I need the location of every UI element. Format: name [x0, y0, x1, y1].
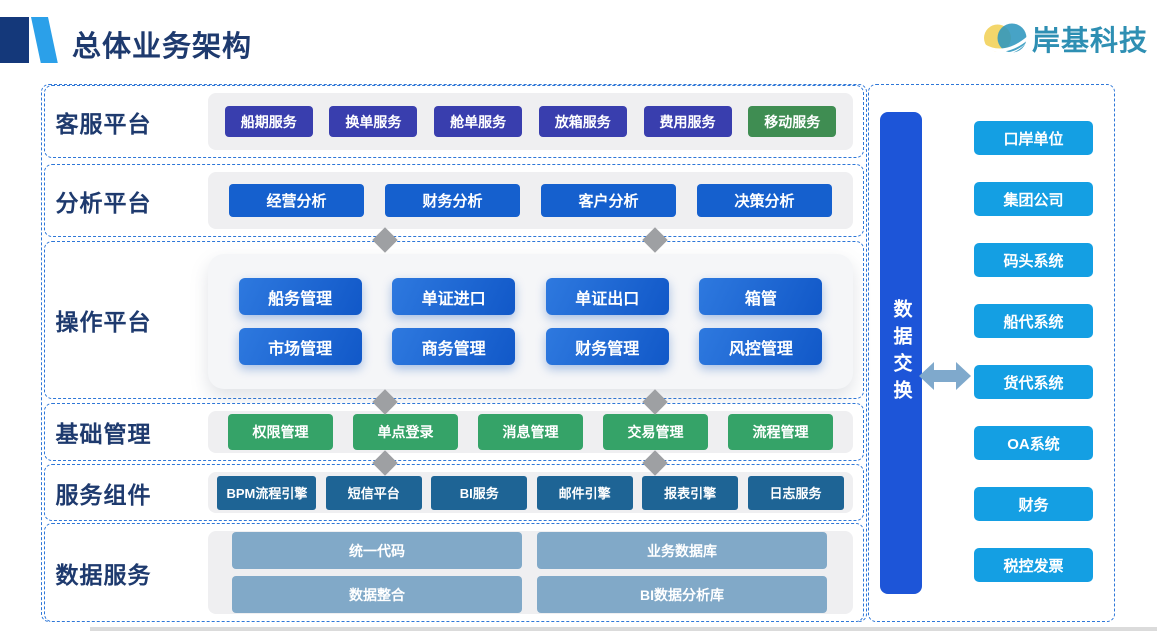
external-system-chip: 财务 — [974, 487, 1093, 521]
chip-tray: 船务管理 单证进口 单证出口 箱管 市场管理 商务管理 财务管理 风控管理 — [208, 254, 853, 389]
service-chip: 舱单服务 — [434, 106, 523, 137]
service-chip: 权限管理 — [228, 414, 333, 450]
brand-logo: 岸基科技 — [982, 18, 1148, 60]
service-chip: 船期服务 — [224, 106, 313, 137]
service-chip: 放箱服务 — [538, 106, 627, 137]
chip-tray: 经营分析 财务分析 客户分析 决策分析 — [208, 172, 853, 229]
chip-tray: 权限管理 单点登录 消息管理 交易管理 流程管理 — [208, 411, 853, 453]
row-label: 客服平台 — [55, 110, 152, 137]
brand-logo-icon — [982, 18, 1031, 60]
service-chip: 换单服务 — [329, 106, 418, 137]
service-chip: 数据整合 — [232, 576, 522, 613]
brand-name: 岸基科技 — [1031, 25, 1148, 56]
service-chip: BI服务 — [431, 475, 528, 510]
service-chip: 单证出口 — [545, 278, 669, 315]
row-service-components: 服务组件 BPM流程引擎 短信平台 BI服务 邮件引擎 报表引擎 日志服务 — [44, 464, 864, 521]
service-chip: 单证进口 — [392, 278, 516, 315]
service-chip: 箱管 — [699, 278, 823, 315]
service-chip: 邮件引擎 — [536, 475, 633, 510]
row-operations-platform: 操作平台 船务管理 单证进口 单证出口 箱管 市场管理 商务管理 财务管理 风控… — [44, 241, 864, 399]
service-chip: 商务管理 — [392, 328, 516, 365]
row-analysis-platform: 分析平台 经营分析 财务分析 客户分析 决策分析 — [44, 164, 864, 237]
data-exchange-bar: 数据交换 — [880, 112, 922, 594]
service-chip: 经营分析 — [229, 184, 364, 217]
row-customer-platform: 客服平台 船期服务 换单服务 舱单服务 放箱服务 费用服务 移动服务 — [44, 85, 864, 158]
service-chip: 费用服务 — [643, 106, 732, 137]
double-arrow-icon — [918, 358, 972, 399]
row-label: 数据服务 — [55, 561, 152, 588]
external-system-chip: 税控发票 — [974, 548, 1093, 582]
chip-tray: 船期服务 换单服务 舱单服务 放箱服务 费用服务 移动服务 — [208, 93, 853, 150]
service-chip: 统一代码 — [232, 532, 522, 569]
service-chip: 移动服务 — [748, 106, 837, 137]
service-chip: 报表引擎 — [642, 475, 739, 510]
external-system-chip: 口岸单位 — [974, 121, 1093, 155]
service-chip: 单点登录 — [353, 414, 458, 450]
row-data-services: 数据服务 统一代码 业务数据库 数据整合 BI数据分析库 — [44, 523, 864, 622]
service-chip: 市场管理 — [238, 328, 362, 365]
service-chip: 船务管理 — [238, 278, 362, 315]
external-system-chip: 码头系统 — [974, 243, 1093, 277]
chip-tray: 统一代码 业务数据库 数据整合 BI数据分析库 — [208, 531, 853, 614]
row-label: 基础管理 — [55, 421, 152, 447]
data-exchange-label: 数据交换 — [890, 299, 912, 407]
service-chip: 业务数据库 — [537, 532, 827, 569]
service-chip: 财务管理 — [545, 328, 669, 365]
external-system-chip: 货代系统 — [974, 365, 1093, 399]
row-label: 操作平台 — [55, 309, 152, 335]
service-chip: 流程管理 — [728, 414, 833, 450]
external-system-chip: 集团公司 — [974, 182, 1093, 216]
external-systems-list: 口岸单位 集团公司 码头系统 船代系统 货代系统 OA系统 财务 税控发票 — [974, 121, 1093, 582]
row-base-management: 基础管理 权限管理 单点登录 消息管理 交易管理 流程管理 — [44, 403, 864, 461]
service-chip: BI数据分析库 — [537, 576, 827, 613]
service-chip: 客户分析 — [541, 184, 676, 217]
row-label: 服务组件 — [55, 481, 152, 508]
service-chip: 交易管理 — [603, 414, 708, 450]
external-system-chip: OA系统 — [974, 426, 1093, 460]
service-chip: 消息管理 — [478, 414, 583, 450]
chip-tray: BPM流程引擎 短信平台 BI服务 邮件引擎 报表引擎 日志服务 — [208, 472, 853, 513]
title-accent-light-block — [31, 17, 58, 63]
external-system-chip: 船代系统 — [974, 304, 1093, 338]
title-accent-dark-block — [0, 17, 29, 63]
slide-bottom-edge — [90, 627, 1157, 631]
service-chip: 财务分析 — [385, 184, 520, 217]
service-chip: 短信平台 — [325, 475, 422, 510]
data-exchange-panel: 数据交换 口岸单位 集团公司 码头系统 船代系统 货代系统 OA系统 财务 税控… — [868, 84, 1115, 622]
page-title: 总体业务架构 — [72, 31, 253, 63]
service-chip: 决策分析 — [697, 184, 832, 217]
service-chip: 风控管理 — [699, 328, 823, 365]
row-label: 分析平台 — [55, 189, 152, 216]
service-chip: BPM流程引擎 — [217, 475, 317, 510]
platform-stack: 客服平台 船期服务 换单服务 舱单服务 放箱服务 费用服务 移动服务 分析平台 … — [41, 84, 867, 622]
service-chip: 日志服务 — [747, 475, 844, 510]
